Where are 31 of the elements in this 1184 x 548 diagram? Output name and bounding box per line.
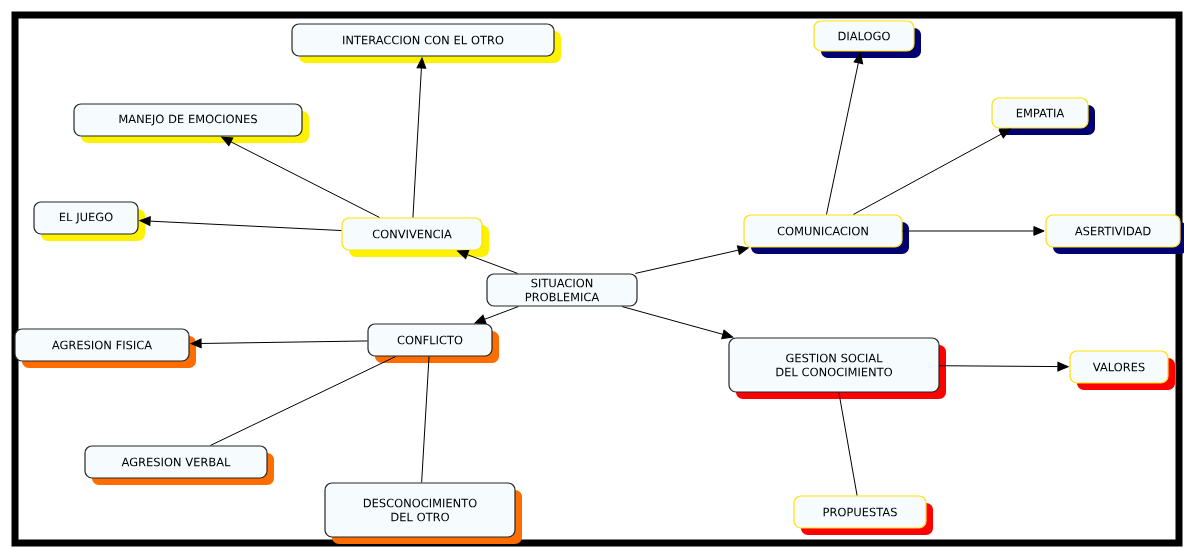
arrow <box>474 306 519 324</box>
concept-box: CONVIVENCIA <box>341 217 489 257</box>
concept-box: EL JUEGO <box>33 201 145 241</box>
concept-box: DIALOGO <box>813 20 921 58</box>
concept-box: AGRESION VERBAL <box>84 445 274 485</box>
arrow <box>221 136 380 218</box>
concept-box: ASERTIVIDAD <box>1045 214 1184 254</box>
concept-box: PROPUESTAS <box>793 495 933 535</box>
arrow <box>634 245 749 274</box>
connector-line <box>838 392 858 496</box>
concept-box: SITUACION PROBLEMICA <box>486 273 638 307</box>
concept-box: DESCONOCIMIENTO DEL OTRO <box>324 482 522 544</box>
arrow <box>190 338 368 349</box>
arrow <box>939 361 1069 372</box>
concept-box: AGRESION FISICA <box>14 328 196 368</box>
concept-box: CONFLICTO <box>367 323 499 363</box>
concept-box: COMUNICACION <box>743 214 909 254</box>
arrow <box>621 306 734 340</box>
concept-box: MANEJO DE EMOCIONES <box>73 103 309 143</box>
arrow <box>902 226 1045 236</box>
concept-box: INTERACCION CON EL OTRO <box>291 23 561 63</box>
concept-box: VALORES <box>1069 350 1175 390</box>
connector-line <box>210 356 396 446</box>
arrow <box>826 52 864 215</box>
arrow <box>139 216 342 232</box>
arrow <box>853 128 1011 215</box>
concept-box: EMPATIA <box>991 97 1095 135</box>
arrow <box>412 57 427 218</box>
arrow <box>457 250 519 274</box>
connector-line <box>421 356 430 483</box>
concept-box: GESTION SOCIAL DEL CONOCIMIENTO <box>728 337 946 399</box>
